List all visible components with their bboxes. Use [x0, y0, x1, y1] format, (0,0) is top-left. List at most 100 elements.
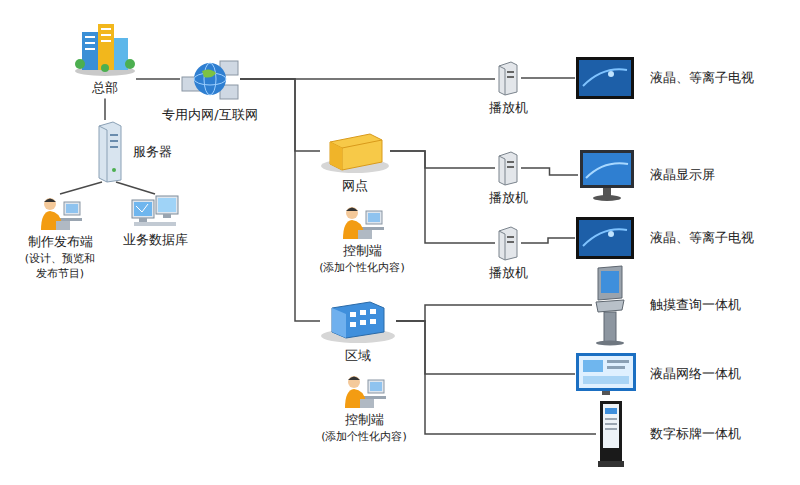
node-label: 控制端 — [343, 242, 382, 260]
icon-part — [370, 309, 376, 314]
node-label: 液晶网络一体机 — [650, 365, 741, 383]
network-link — [136, 78, 180, 80]
icon-part — [99, 126, 107, 182]
icon-part — [346, 207, 358, 219]
shop-icon — [320, 128, 390, 174]
device-node: 总部 — [74, 18, 136, 97]
icon-part — [348, 376, 360, 388]
label-group: 液晶显示屏 — [650, 166, 715, 184]
net-icon — [180, 55, 240, 103]
icon-part — [507, 236, 514, 238]
node-label: 液晶、等离子电视 — [650, 229, 754, 247]
device-node: 网点 — [320, 128, 390, 195]
icon-part — [576, 217, 634, 259]
icon-part — [136, 204, 148, 212]
icon-part — [507, 241, 514, 243]
icon-part — [608, 71, 614, 77]
icon-part — [499, 227, 517, 260]
node-label: 服务器 — [133, 143, 172, 161]
icon-part — [132, 200, 154, 218]
icon-part — [350, 322, 356, 327]
person-icon — [342, 372, 386, 408]
icon-part — [101, 28, 111, 30]
icon-part — [499, 62, 517, 95]
icon-part — [64, 202, 80, 215]
icon-part — [499, 231, 505, 260]
icon-part — [608, 231, 614, 237]
device-node: 液晶显示屏 — [578, 148, 715, 202]
icon-part — [101, 34, 111, 36]
icon-part — [603, 188, 611, 196]
device-node: 播放机 — [489, 150, 528, 207]
icon-part — [499, 66, 505, 95]
icon-part — [194, 63, 226, 95]
icon-part — [332, 308, 346, 338]
icon-part — [98, 24, 114, 70]
device-node: 液晶、等离子电视 — [575, 216, 754, 260]
node-label: 制作发布端 — [28, 233, 93, 251]
icon-part — [99, 122, 121, 182]
icon-part — [348, 377, 360, 381]
node-note: (添加个性化内容) — [321, 429, 407, 445]
node-label: 数字标牌一体机 — [650, 425, 741, 443]
icon-part — [134, 202, 152, 216]
network-link — [396, 321, 596, 434]
node-label: 总部 — [92, 79, 118, 97]
icon-part — [110, 134, 118, 136]
icon-part — [605, 428, 617, 430]
icon-part — [507, 161, 514, 163]
icon-part — [604, 312, 616, 342]
icon-part — [605, 408, 617, 414]
icon-part — [101, 64, 109, 72]
icon-part — [158, 198, 176, 212]
icon-part — [507, 71, 514, 73]
icon-part — [112, 168, 116, 172]
node-label: 播放机 — [489, 189, 528, 207]
label-group: 液晶、等离子电视 — [650, 229, 754, 247]
icon-part — [607, 360, 629, 363]
network-link — [390, 151, 495, 243]
device-node: 触摸查询一体机 — [592, 264, 741, 346]
player-icon — [495, 225, 521, 261]
node-label: 专用内网/互联网 — [162, 106, 257, 124]
tv-icon — [575, 56, 635, 100]
icon-part — [583, 360, 603, 372]
icon-part — [579, 356, 633, 388]
icon-part — [576, 353, 636, 391]
label-group: 服务器 — [133, 143, 172, 161]
icon-part — [85, 42, 95, 44]
icon-part — [56, 221, 70, 230]
device-node: 业务数据库 — [123, 194, 188, 249]
label-group: 液晶网络一体机 — [650, 365, 741, 383]
network-link — [396, 305, 592, 321]
icon-part — [583, 376, 629, 384]
tv-icon — [575, 216, 635, 260]
icon-part — [110, 140, 118, 142]
network-link — [390, 151, 495, 168]
player-icon — [495, 60, 521, 96]
monitor-icon — [578, 148, 636, 202]
icon-part — [75, 59, 85, 69]
device-node: 专用内网/互联网 — [162, 55, 257, 124]
icon-part — [596, 300, 624, 312]
node-label: 网点 — [342, 177, 368, 195]
icon-part — [330, 142, 342, 170]
node-label: 控制端 — [345, 411, 384, 429]
icon-part — [332, 302, 384, 338]
network-link — [396, 321, 575, 374]
hq-icon — [74, 18, 136, 76]
person-icon — [38, 194, 82, 230]
icon-part — [579, 60, 631, 96]
device-node: 控制端(添加个性化内容) — [319, 203, 405, 275]
player-icon — [495, 150, 521, 186]
device-node: 控制端(添加个性化内容) — [321, 372, 407, 444]
icon-part — [370, 319, 376, 324]
node-label: 区域 — [345, 347, 371, 365]
icon-part — [85, 36, 95, 38]
device-node: 数字标牌一体机 — [596, 400, 741, 468]
node-label: 液晶显示屏 — [650, 166, 715, 184]
icon-part — [58, 218, 82, 221]
icon-part — [507, 166, 514, 168]
device-node: 区域 — [320, 298, 396, 365]
label-group: 数字标牌一体机 — [650, 425, 741, 443]
